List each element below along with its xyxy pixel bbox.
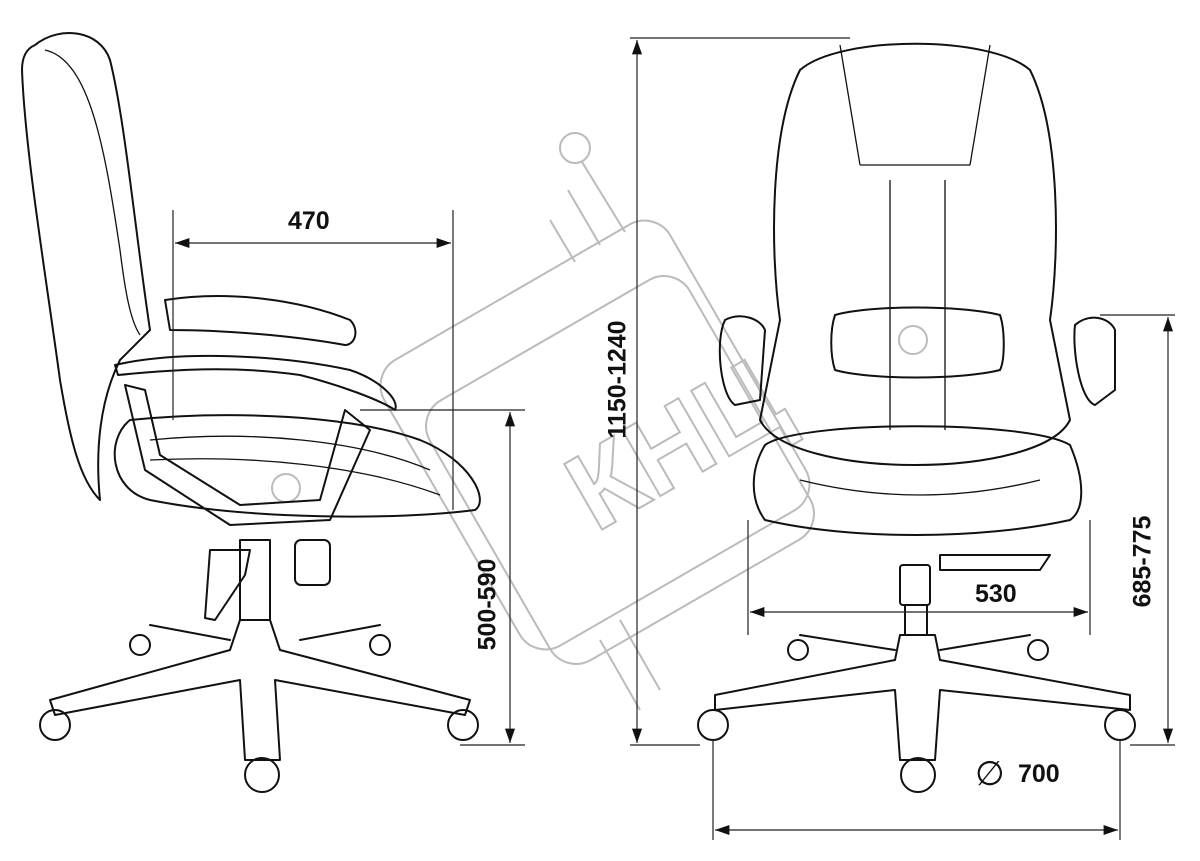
seat-width-label: 530	[975, 580, 1017, 608]
seat-depth-label: 470	[288, 207, 330, 235]
side-view-chair	[21, 32, 481, 793]
base-diameter-symbol: ∅	[975, 755, 1005, 793]
watermark-logo: КНЦ	[271, 132, 928, 711]
dimension-lines	[172, 37, 1175, 840]
front-view-chair	[697, 42, 1136, 793]
base-diameter-label: 700	[1018, 760, 1060, 788]
seat-height-label: 500-590	[473, 558, 502, 651]
total-height-label: 1150-1240	[603, 320, 632, 439]
armrest-height-label: 685-775	[1128, 515, 1157, 608]
